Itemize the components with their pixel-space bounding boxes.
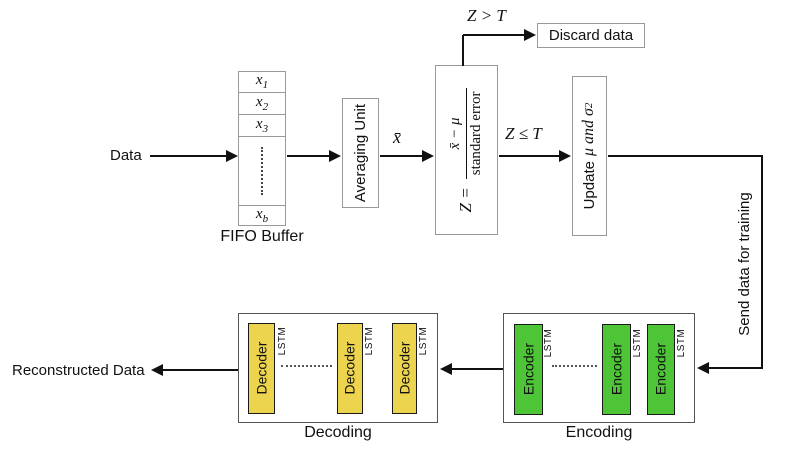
- encoder-unit-3-lstm-tag: LSTM: [675, 328, 687, 358]
- arrow-averaging-to-ztest-head: [422, 150, 434, 162]
- arrow-decoding-to-output-line: [163, 369, 238, 371]
- send-path-vertical-line: [761, 155, 763, 369]
- branch-le-line: [499, 155, 559, 157]
- encoder-unit-3-label: Encoder: [652, 342, 669, 396]
- discard-data-box: Discard data: [537, 23, 645, 48]
- branch-gt-vertical-line: [462, 35, 464, 66]
- decoding-caption: Decoding: [304, 424, 372, 441]
- arrow-decoding-to-output-head: [151, 364, 163, 376]
- data-input-label: Data: [110, 147, 142, 164]
- encoder-unit-2-lstm-tag: LSTM: [631, 328, 643, 358]
- encoder-unit-3: [647, 324, 675, 415]
- ztest-box: [435, 65, 498, 235]
- decoding-ellipsis: [281, 365, 332, 367]
- arrow-averaging-to-ztest-line: [380, 155, 423, 157]
- ztest-lhs: Z =: [456, 187, 475, 213]
- fifo-cell-x1: x1: [239, 72, 285, 93]
- arrow-fifo-to-averaging-head: [329, 150, 341, 162]
- encoder-unit-2-label: Encoder: [608, 342, 625, 396]
- averaging-unit-box: [342, 98, 379, 208]
- averaging-unit-label: Averaging Unit: [351, 103, 369, 203]
- update-label-exponent: 2: [583, 102, 595, 109]
- branch-gt-horizontal-line: [463, 34, 525, 36]
- decoder-unit-2-label: Decoder: [341, 341, 358, 395]
- reconstructed-data-label: Reconstructed Data: [12, 362, 145, 379]
- arrow-encoding-to-decoding-line: [452, 368, 503, 370]
- fifo-buffer-box: x1 x2 x3 xb: [238, 71, 286, 226]
- encoder-unit-1-lstm-tag: LSTM: [542, 328, 554, 358]
- update-label-math: μ and σ: [580, 108, 597, 157]
- encoder-unit-1: [514, 324, 543, 415]
- decoder-unit-2: [337, 323, 363, 414]
- send-path-top-line: [608, 155, 762, 157]
- arrow-fifo-to-averaging-line: [287, 155, 330, 157]
- fifo-cell-x2: x2: [239, 93, 285, 115]
- arrow-encoding-to-decoding-head: [440, 363, 452, 375]
- encoder-unit-2: [602, 324, 631, 415]
- send-path-bottom-line: [709, 367, 762, 369]
- condition-z-lessequal-t: Z ≤ T: [505, 124, 542, 143]
- decoder-unit-3-lstm-tag: LSTM: [417, 326, 429, 356]
- decoder-unit-3-label: Decoder: [396, 341, 413, 395]
- update-label-prefix: Update: [580, 161, 598, 210]
- ztest-formula: Z = x̄ − μ standard error: [438, 70, 494, 230]
- fifo-cell-xb: xb: [255, 206, 269, 225]
- encoding-caption: Encoding: [565, 424, 633, 441]
- arrow-data-to-fifo-head: [226, 150, 238, 162]
- ztest-numerator: x̄ − μ: [447, 117, 464, 150]
- fifo-buffer-caption: FIFO Buffer: [220, 228, 304, 245]
- decoder-unit-1: [248, 323, 275, 414]
- arrow-data-to-fifo-line: [150, 155, 227, 157]
- decoder-unit-2-lstm-tag: LSTM: [363, 326, 375, 356]
- decoder-unit-1-label: Decoder: [253, 341, 270, 395]
- ztest-fraction: x̄ − μ standard error: [447, 87, 485, 180]
- send-path-arrow-head: [697, 362, 709, 374]
- ztest-denominator: standard error: [465, 87, 485, 180]
- encoding-ellipsis: [552, 365, 597, 367]
- fifo-cell-ellipsis: [239, 137, 285, 206]
- decoder-unit-3: [392, 323, 417, 414]
- fifo-cell-x3: x3: [239, 115, 285, 137]
- vertical-ellipsis: [261, 146, 263, 195]
- branch-le-arrow-head: [559, 150, 571, 162]
- decoder-unit-1-lstm-tag: LSTM: [276, 326, 288, 356]
- branch-gt-arrow-head: [524, 29, 536, 41]
- xbar-label: x̄: [393, 127, 401, 147]
- update-parameters-box: [572, 76, 607, 236]
- condition-z-greater-t: Z > T: [467, 6, 506, 25]
- send-data-for-training-label: Send data for training: [735, 192, 753, 336]
- encoder-unit-1-label: Encoder: [520, 342, 537, 396]
